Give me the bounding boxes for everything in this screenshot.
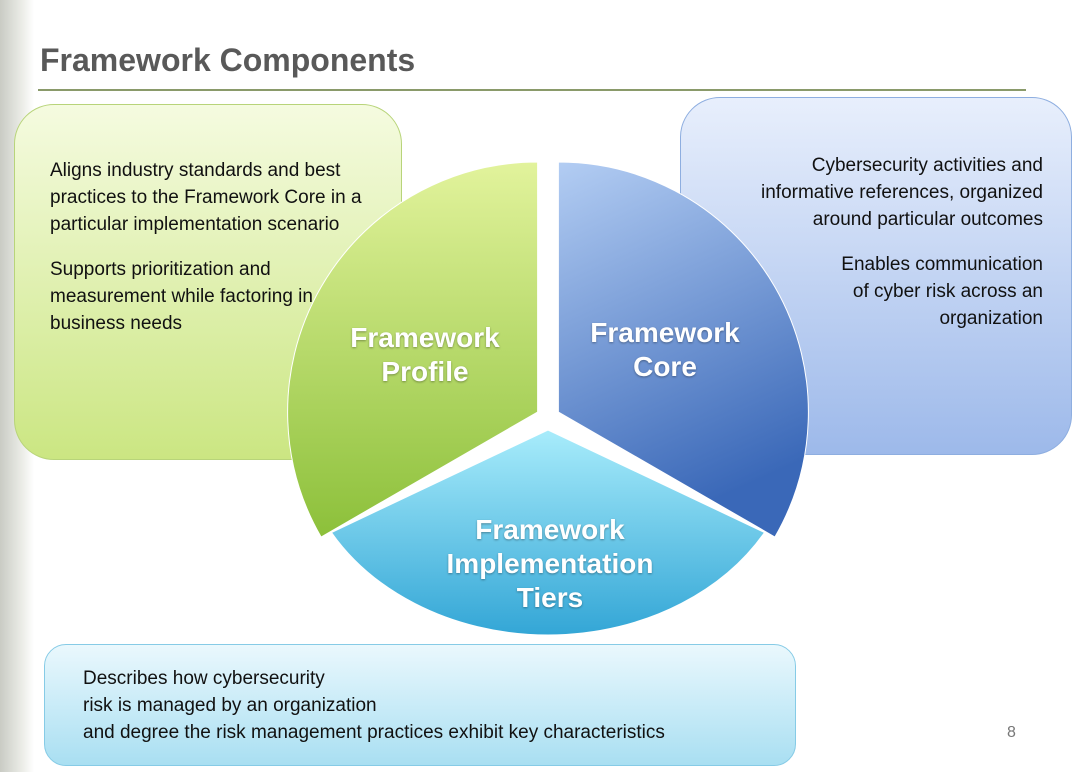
- tiers-label-line-3: Tiers: [516, 582, 584, 613]
- tiers-label-line-1: Framework: [475, 514, 625, 545]
- core-label-line-2: Core: [633, 351, 697, 382]
- pie-segment-tiers: [330, 429, 766, 636]
- tiers-desc-line-1: Describes how cybersecurity: [83, 668, 325, 689]
- slide-title: Framework Components: [40, 42, 416, 78]
- profile-desc-2: Supports prioritization and measurement …: [50, 259, 313, 334]
- profile-desc-1: Aligns industry standards and best pract…: [50, 160, 362, 235]
- tiers-description-box: Describes how cybersecurity risk is mana…: [44, 644, 796, 766]
- tiers-desc-line-2: risk is managed by an organization: [83, 695, 377, 716]
- title-divider: [38, 89, 1026, 91]
- tiers-desc-line-3: and degree the risk management practices…: [83, 722, 665, 743]
- core-label: Framework Core: [575, 316, 755, 384]
- core-desc-2: Enables communication of cyber risk acro…: [841, 254, 1043, 329]
- page-number: 8: [1007, 724, 1016, 741]
- pie-segment-core: [557, 161, 809, 538]
- profile-label: Framework Profile: [335, 321, 515, 389]
- pie-segment-profile: [287, 161, 539, 538]
- core-label-line-1: Framework: [590, 317, 740, 348]
- profile-label-line-1: Framework: [350, 322, 500, 353]
- profile-label-line-2: Profile: [381, 356, 469, 387]
- core-desc-1: Cybersecurity activities and informative…: [761, 155, 1043, 230]
- tiers-label: Framework Implementation Tiers: [430, 513, 670, 615]
- tiers-label-line-2: Implementation: [446, 548, 654, 579]
